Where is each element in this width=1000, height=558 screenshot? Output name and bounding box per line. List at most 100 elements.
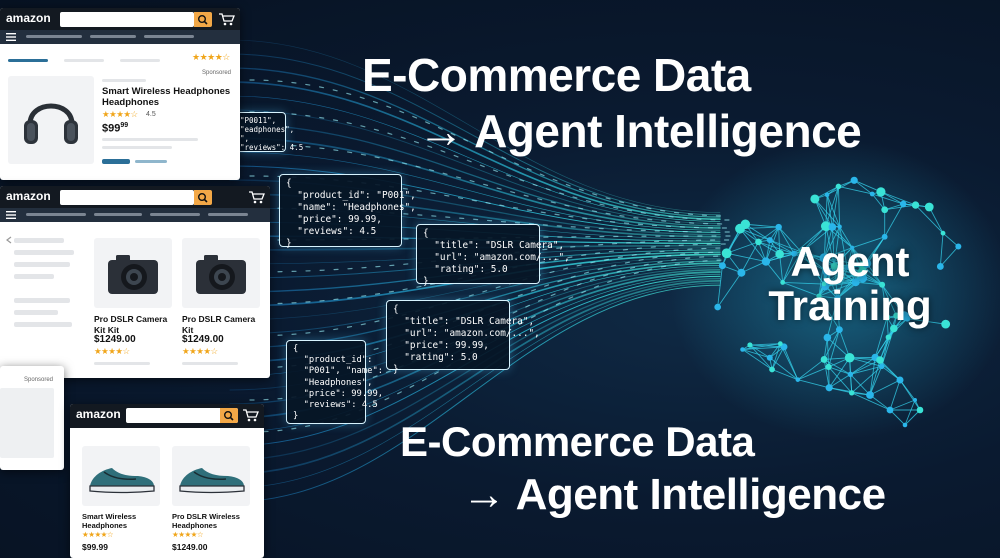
brain-link: [942, 232, 959, 247]
search-input[interactable]: [60, 12, 194, 27]
brain-link: [850, 365, 882, 375]
brain-link: [869, 379, 901, 396]
product-title[interactable]: Smart Wireless Headphones: [82, 512, 137, 530]
brain-link: [828, 329, 840, 368]
subnav-link[interactable]: [26, 35, 82, 38]
brain-node: [858, 273, 868, 283]
brain-link: [745, 223, 779, 228]
brain-link: [769, 239, 795, 255]
text-placeholder: [182, 362, 238, 365]
menu-icon[interactable]: [6, 211, 16, 219]
brain-node: [902, 422, 908, 428]
secondary-button[interactable]: [135, 160, 167, 163]
brain-node: [755, 238, 762, 246]
product-price: $1249.00: [172, 542, 208, 552]
subnav-link[interactable]: [208, 213, 248, 216]
brain-node: [878, 363, 885, 370]
search-input[interactable]: [126, 408, 238, 423]
brain-node: [899, 200, 907, 208]
brain-node: [847, 371, 854, 378]
camera-icon: [108, 255, 158, 294]
brain-link: [889, 399, 916, 411]
brain-link: [726, 241, 759, 254]
amazon-logo: amazon: [6, 11, 51, 25]
brain-node: [766, 354, 773, 361]
amazon-header: amazon: [70, 404, 264, 428]
subnav-link[interactable]: [90, 35, 136, 38]
brain-link: [831, 226, 835, 267]
brain-node: [851, 278, 860, 287]
product-image[interactable]: [182, 238, 260, 308]
flow-particle-line: [249, 111, 731, 221]
rating-stars: ★★★★☆: [82, 530, 114, 539]
amazon-subnav: [0, 30, 240, 44]
brain-link: [825, 226, 835, 267]
brain-label-line1: Agent: [790, 238, 910, 285]
search-input[interactable]: [60, 190, 194, 205]
brain-node: [916, 406, 924, 414]
brain-node: [844, 352, 855, 363]
subnav-link[interactable]: [144, 35, 194, 38]
product-title[interactable]: Smart Wireless Headphones Headphones: [102, 86, 231, 108]
brain-node: [737, 268, 746, 277]
product-image[interactable]: [94, 238, 172, 308]
search-button[interactable]: [194, 190, 212, 205]
cart-icon[interactable]: [218, 11, 236, 27]
headline-bottom-line1: E-Commerce Data: [400, 418, 755, 465]
brain-link: [869, 359, 881, 396]
product-image[interactable]: [8, 76, 94, 164]
menu-icon[interactable]: [6, 33, 16, 41]
cart-icon[interactable]: [248, 189, 266, 205]
brain-node: [819, 253, 829, 263]
subnav-link[interactable]: [26, 213, 86, 216]
product-title[interactable]: Pro DSLR Camera Kit Kit: [94, 314, 168, 335]
top-rating-stars: ★★★★☆: [192, 52, 230, 62]
brain-link: [884, 203, 904, 238]
brain-node: [740, 347, 745, 352]
brain-link: [801, 226, 833, 253]
chevron-left-icon[interactable]: [6, 236, 12, 244]
brain-link: [823, 281, 856, 285]
subnav-link[interactable]: [94, 213, 142, 216]
product-title[interactable]: Pro DSLR Camera Kit: [182, 314, 256, 335]
search-icon: [223, 411, 234, 421]
price-main: $99: [102, 122, 121, 135]
rating-value: 4.5: [146, 111, 156, 118]
brain-link: [793, 253, 828, 273]
cart-icon[interactable]: [242, 407, 260, 423]
brain-link: [749, 344, 770, 359]
brain-link: [832, 226, 853, 248]
brain-link: [801, 251, 835, 267]
brain-link: [797, 379, 830, 389]
brain-node: [820, 356, 828, 363]
brain-link: [823, 359, 830, 388]
flow-line: [229, 137, 721, 229]
product-image[interactable]: [172, 446, 250, 506]
product-title[interactable]: Pro DSLR Wireless Headphones: [172, 512, 240, 530]
brain-node: [885, 334, 892, 340]
brain-link: [849, 374, 853, 393]
brain-link: [769, 239, 802, 253]
sneaker-icon: [179, 468, 245, 494]
search-button[interactable]: [194, 12, 212, 27]
add-to-cart-button[interactable]: [102, 159, 130, 164]
brain-node: [775, 249, 784, 259]
brain-node: [761, 257, 771, 266]
brain-label: Agent Training: [765, 240, 935, 328]
product-image[interactable]: [82, 446, 160, 506]
brain-link: [881, 284, 905, 317]
json-snippet-3: { "title": "DSLR Camera", "url": "amazon…: [386, 300, 540, 375]
brain-link: [793, 225, 827, 254]
text-placeholder: [94, 362, 150, 365]
brain-node: [955, 243, 962, 250]
brain-node: [820, 221, 831, 232]
brain-link: [886, 317, 889, 338]
brain-link: [758, 241, 795, 255]
search-button[interactable]: [220, 408, 238, 423]
flow-line: [229, 258, 721, 335]
subnav-link[interactable]: [150, 213, 200, 216]
brain-link: [862, 265, 883, 286]
json-snippet-1: { "product_id": "P001", "name": "Headpho…: [279, 174, 416, 249]
brain-link: [717, 272, 742, 308]
brain-node: [795, 377, 801, 382]
